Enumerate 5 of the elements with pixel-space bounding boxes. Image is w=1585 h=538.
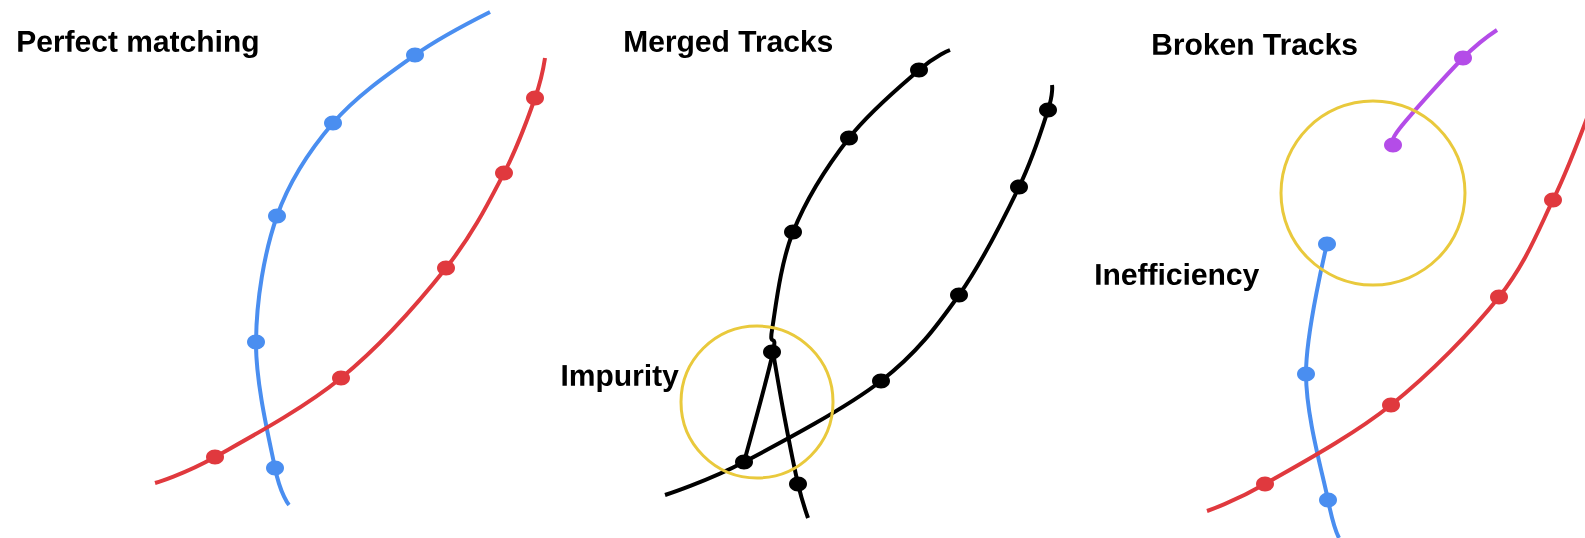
annotation-label: Impurity [562, 364, 679, 392]
panel-title: Perfect matching [18, 29, 258, 59]
panel-title: Merged Tracks [625, 29, 833, 59]
panel-title: Broken Tracks [1153, 33, 1357, 55]
annotation-label: Inefficiency [1096, 263, 1260, 291]
